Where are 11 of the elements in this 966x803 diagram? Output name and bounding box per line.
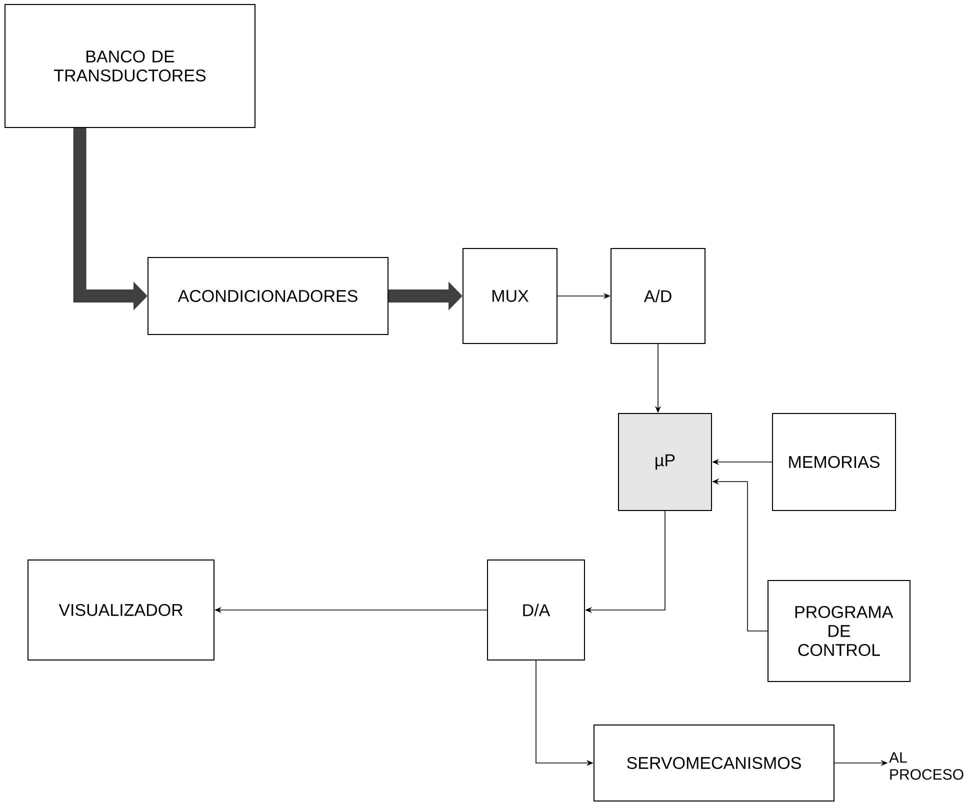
- process-box: MUX: [462, 248, 558, 344]
- process-box: BANCO DE TRANSDUCTORES: [4, 4, 256, 128]
- process-box: VISUALIZADOR: [28, 560, 214, 660]
- output-label: AL PROCESO: [889, 752, 964, 780]
- process-box: A/D: [610, 248, 706, 344]
- process-box: MEMORIAS: [772, 413, 896, 511]
- process-box: D/A: [487, 560, 585, 660]
- process-box: SERVOMECANISMOS: [594, 724, 834, 802]
- processor-box: µP: [618, 413, 712, 511]
- process-box: ACONDICIONADORES: [148, 257, 388, 335]
- process-box: PROGRAMA DE CONTROL: [768, 580, 911, 682]
